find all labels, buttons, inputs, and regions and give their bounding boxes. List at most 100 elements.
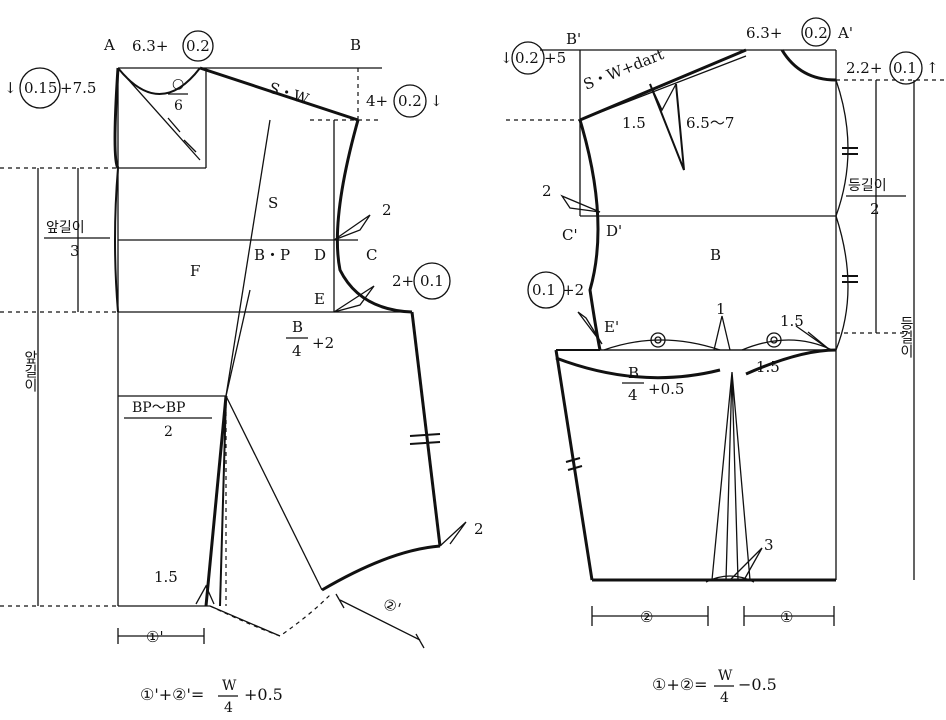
back-shoulder-seam	[579, 48, 747, 122]
front-center-curve	[114, 167, 119, 313]
front-hem-2: 2	[474, 520, 484, 538]
front-neck-tick-2	[183, 139, 197, 153]
front-shoulder-drop-pre: 4+	[366, 92, 388, 110]
front-point-b: B	[350, 36, 361, 54]
front-shoulder-drop-post: ↓	[430, 92, 443, 110]
front-side-marker	[439, 521, 467, 547]
back-point-a: A'	[837, 24, 853, 42]
front-point-a: A	[103, 36, 115, 54]
back-armhole-e-circle	[527, 271, 565, 309]
front-armhole-2: 2	[382, 201, 392, 219]
back-shoulder-drop-pre: ↓	[500, 49, 513, 67]
front-bp-line-2	[225, 289, 251, 397]
front-bust-post: +2	[312, 334, 334, 352]
front-hem-15: 1.5	[154, 568, 178, 586]
front-side-ticks-2	[409, 441, 441, 445]
back-neck-rise-circ: 0.1	[893, 59, 917, 77]
back-side-seam	[554, 349, 594, 581]
back-neckline	[780, 49, 837, 82]
back-side-tick-2	[567, 465, 583, 471]
front-neck-drop-circle	[19, 67, 61, 109]
back-waist-symbol-1	[650, 332, 666, 348]
front-armhole-e-circ: 0.1	[420, 272, 444, 290]
front-point-f: F	[190, 262, 200, 280]
back-point-c: C'	[562, 226, 578, 244]
front-bust-top: B	[292, 318, 303, 336]
back-waist-symbol-2-inner	[770, 336, 778, 344]
front-bodice	[0, 30, 467, 649]
front-mark1: ①'	[146, 628, 164, 646]
front-length3-bot: 3	[70, 242, 80, 260]
back-waist-marker-1	[713, 315, 731, 351]
front-armhole-marker-c	[333, 214, 371, 241]
front-side-seam	[410, 311, 442, 547]
back-formula-bot: 4	[720, 690, 729, 706]
front-side-ticks-1	[409, 433, 441, 437]
back-waist-1: 1	[716, 300, 726, 318]
back-armhole-marker-e	[577, 311, 603, 345]
front-neck-drop-post: +7.5	[60, 79, 96, 97]
front-armhole-e-circle	[413, 262, 451, 300]
back-dart-range: 6.5～7	[686, 114, 734, 132]
back-dart-3: 3	[764, 536, 774, 554]
back-formula-post: −0.5	[738, 675, 777, 694]
back-point-d: D'	[606, 222, 622, 240]
back-armhole-e-post: +2	[562, 281, 584, 299]
back-neck-rise-circle	[889, 51, 923, 85]
front-s-label: S	[268, 194, 278, 212]
back-armhole-2: 2	[542, 182, 552, 200]
front-bust-bot: 4	[292, 342, 302, 360]
back-armhole-e-circ: 0.1	[532, 281, 556, 299]
front-neck-curve	[117, 67, 201, 95]
front-bp-line	[225, 119, 271, 397]
front-shoulder-top-circ: 0.2	[186, 37, 210, 55]
front-neck-frac-bot: 6	[174, 98, 183, 114]
front-neckline	[113, 67, 120, 169]
back-waist-curve	[555, 356, 721, 380]
front-length3-top: 앞길이	[46, 220, 85, 236]
back-shoulder-dart-tip	[649, 83, 677, 112]
front-mark2-tick-l	[335, 593, 345, 609]
front-mark2: ②'	[381, 595, 404, 618]
front-bp-frac-bot: 2	[164, 424, 173, 440]
front-formula-post: +0.5	[244, 685, 283, 704]
back-point-b-center: B	[710, 246, 721, 264]
back-side-tick	[565, 457, 581, 463]
back-neck-rise-arrow: ↑	[926, 59, 939, 77]
front-point-d: D	[314, 246, 326, 264]
back-bust-top: B	[628, 364, 639, 382]
front-neck-drop-pre: ↓	[4, 79, 17, 97]
back-formula: ①+②=	[652, 675, 708, 694]
front-hem-dim-right	[339, 599, 421, 641]
front-dart-left	[204, 395, 228, 607]
front-neck-frac-top: ○	[172, 76, 184, 92]
front-shoulder-top-circle	[182, 30, 214, 62]
front-bp-label: B・P	[254, 246, 290, 264]
front-neck-drop-circ: 0.15	[24, 79, 57, 97]
front-neck-tick	[167, 117, 181, 133]
front-formula-top: W	[222, 678, 237, 694]
back-shoulder-top-circ: 0.2	[804, 24, 828, 42]
back-bust-post: +0.5	[648, 380, 684, 398]
back-waist-curve-right	[745, 348, 837, 376]
front-shoulder-drop-circle	[393, 84, 427, 118]
front-bp-frac-top: BP～BP	[132, 400, 185, 416]
back-waist-symbol-1-inner	[654, 336, 662, 344]
back-armhole	[578, 119, 602, 351]
front-shoulder-seam: S・W	[267, 79, 312, 109]
back-dart-3-marker	[729, 547, 763, 581]
front-side-diagonal	[225, 395, 323, 591]
back-waist-arc-right	[741, 339, 833, 351]
back-bust-bot: 4	[628, 386, 638, 404]
front-armhole-e-pre: 2+	[392, 272, 414, 290]
front-hem-curve-dash	[209, 594, 331, 637]
back-center-curve-2	[835, 215, 849, 351]
front-hem-curve	[321, 544, 441, 592]
front-length-label: 앞길이	[22, 350, 38, 392]
back-bodice	[506, 17, 946, 626]
front-formula: ①'+②'=	[140, 685, 204, 704]
back-formula-top: W	[718, 668, 733, 684]
back-neck-rise: 2.2+	[846, 59, 882, 77]
back-mark1: ①	[780, 608, 793, 626]
